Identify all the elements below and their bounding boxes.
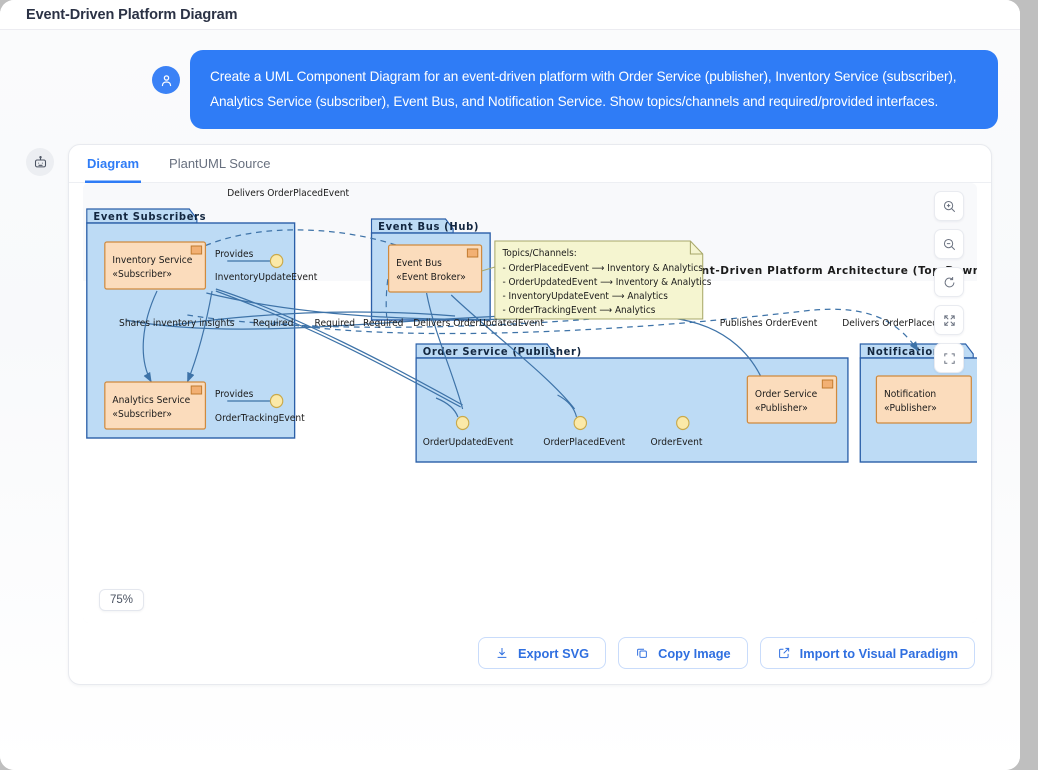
- component-analytics-service: Analytics Service «Subscriber»: [104, 381, 207, 430]
- app-header: Event-Driven Platform Diagram: [0, 0, 1020, 30]
- svg-text:«Event Broker»: «Event Broker»: [396, 272, 466, 283]
- import-label: Import to Visual Paradigm: [799, 645, 958, 661]
- svg-text:- OrderPlacedEvent ⟶ Inventory: - OrderPlacedEvent ⟶ Inventory & Analyti…: [502, 263, 703, 274]
- card-tabs: Diagram PlantUML Source: [69, 145, 991, 183]
- assistant-message-row: Diagram PlantUML Source Component Diagra…: [0, 129, 1020, 685]
- svg-text:- OrderUpdatedEvent ⟶ Inventor: - OrderUpdatedEvent ⟶ Inventory & Analyt…: [502, 277, 711, 288]
- copy-icon: [637, 648, 647, 658]
- interface-ball-orderplacedevent: [573, 415, 588, 431]
- svg-text:Provides: Provides: [215, 389, 254, 400]
- package-order-service-publisher: Order Service (Publisher): [415, 343, 849, 463]
- user-icon: [161, 74, 171, 86]
- svg-text:Inventory Service: Inventory Service: [112, 255, 192, 266]
- card-action-bar: Export SVG Copy Image Import to Visual P…: [69, 623, 991, 684]
- svg-text:Delivers OrderPlaced: Delivers OrderPlaced: [842, 318, 938, 329]
- uml-component-diagram: Event Subscribers Event Bus (Hub): [86, 188, 977, 463]
- user-message-row: Create a UML Component Diagram for an ev…: [0, 50, 1020, 129]
- reset-view-button[interactable]: [934, 267, 964, 297]
- zoom-out-icon: [943, 238, 955, 250]
- svg-text:«Subscriber»: «Subscriber»: [112, 409, 172, 420]
- external-link-icon: [778, 647, 789, 659]
- fit-to-screen-button[interactable]: [934, 305, 964, 335]
- export-svg-button[interactable]: Export SVG: [478, 637, 607, 669]
- svg-text:«Publisher»: «Publisher»: [884, 403, 937, 414]
- svg-text:Event Bus (Hub): Event Bus (Hub): [378, 222, 479, 233]
- svg-text:Required: Required: [363, 318, 404, 329]
- note-topics-channels: Topics/Channels: - OrderPlacedEvent ⟶ In…: [481, 240, 712, 320]
- edge-labels: Delivers OrderPlacedEvent Provides Inven…: [119, 188, 938, 448]
- component-inventory-service: Inventory Service «Subscriber»: [104, 241, 207, 290]
- component-notification-service: Notification «Publisher»: [875, 375, 972, 424]
- svg-text:Required: Required: [253, 318, 294, 329]
- page-title: Event-Driven Platform Diagram: [26, 6, 238, 23]
- download-icon: [497, 648, 507, 658]
- svg-text:Provides: Provides: [215, 249, 254, 260]
- svg-text:OrderTrackingEvent: OrderTrackingEvent: [215, 413, 305, 424]
- svg-text:Delivers OrderUpdatedEvent: Delivers OrderUpdatedEvent: [413, 318, 544, 329]
- svg-text:Order Service: Order Service: [755, 389, 818, 400]
- conversation-area: Create a UML Component Diagram for an ev…: [0, 30, 1020, 770]
- svg-text:OrderPlacedEvent: OrderPlacedEvent: [543, 437, 625, 448]
- diagram-card: Diagram PlantUML Source Component Diagra…: [68, 144, 992, 685]
- svg-text:Event Subscribers: Event Subscribers: [93, 212, 206, 223]
- user-message-bubble: Create a UML Component Diagram for an ev…: [190, 50, 998, 129]
- component-order-service: Order Service «Publisher»: [746, 375, 838, 424]
- robot-icon: [34, 155, 46, 167]
- interface-ball-ordertrackingevent: [269, 393, 284, 409]
- zoom-out-button[interactable]: [934, 229, 964, 259]
- svg-text:«Subscriber»: «Subscriber»: [112, 269, 172, 280]
- svg-text:OrderUpdatedEvent: OrderUpdatedEvent: [423, 437, 514, 448]
- interface-ball-orderevent: [676, 415, 690, 431]
- svg-text:Topics/Channels:: Topics/Channels:: [502, 248, 577, 259]
- fullscreen-button[interactable]: [934, 343, 964, 373]
- interface-ball-orderupdatedevent: [455, 415, 470, 431]
- export-svg-label: Export SVG: [518, 645, 590, 661]
- expand-icon: [943, 314, 955, 326]
- diagram-viewport[interactable]: Component Diagram: Event-Driven Platform…: [83, 183, 977, 623]
- import-to-visual-paradigm-button[interactable]: Import to Visual Paradigm: [759, 637, 975, 669]
- svg-text:- InventoryUpdateEvent ⟶ Analy: - InventoryUpdateEvent ⟶ Analytics: [502, 291, 668, 302]
- svg-text:InventoryUpdateEvent: InventoryUpdateEvent: [215, 272, 318, 283]
- tab-diagram[interactable]: Diagram: [85, 145, 141, 183]
- reset-icon: [944, 276, 954, 287]
- svg-text:Shares inventory insights: Shares inventory insights: [119, 318, 235, 329]
- svg-text:- OrderTrackingEvent ⟶ Analyti: - OrderTrackingEvent ⟶ Analytics: [502, 305, 655, 316]
- svg-text:Publishes OrderEvent: Publishes OrderEvent: [720, 318, 818, 329]
- zoom-in-button[interactable]: [934, 191, 964, 221]
- svg-text:Event Bus: Event Bus: [396, 258, 442, 269]
- zoom-level-badge: 75%: [99, 589, 145, 611]
- svg-text:Order Service (Publisher): Order Service (Publisher): [423, 347, 582, 358]
- svg-text:«Publisher»: «Publisher»: [755, 403, 808, 414]
- user-avatar: [152, 66, 180, 94]
- viewport-controls: [934, 191, 964, 373]
- fullscreen-icon: [943, 352, 955, 364]
- interface-ball-inventoryupdateevent: [269, 253, 284, 269]
- svg-text:Required: Required: [315, 318, 356, 329]
- svg-text:OrderEvent: OrderEvent: [651, 437, 703, 448]
- provided-interfaces: [227, 253, 690, 431]
- svg-text:Notification: Notification: [884, 389, 936, 400]
- copy-image-button[interactable]: Copy Image: [618, 637, 748, 669]
- svg-text:Notification S: Notification S: [867, 347, 953, 358]
- svg-text:Analytics Service: Analytics Service: [112, 395, 190, 406]
- component-event-bus: Event Bus «Event Broker»: [387, 244, 483, 293]
- svg-text:Delivers OrderPlacedEvent: Delivers OrderPlacedEvent: [227, 188, 349, 199]
- zoom-in-icon: [943, 200, 955, 212]
- copy-image-label: Copy Image: [658, 645, 731, 661]
- tab-plantuml-source[interactable]: PlantUML Source: [169, 156, 271, 171]
- assistant-avatar: [26, 148, 54, 176]
